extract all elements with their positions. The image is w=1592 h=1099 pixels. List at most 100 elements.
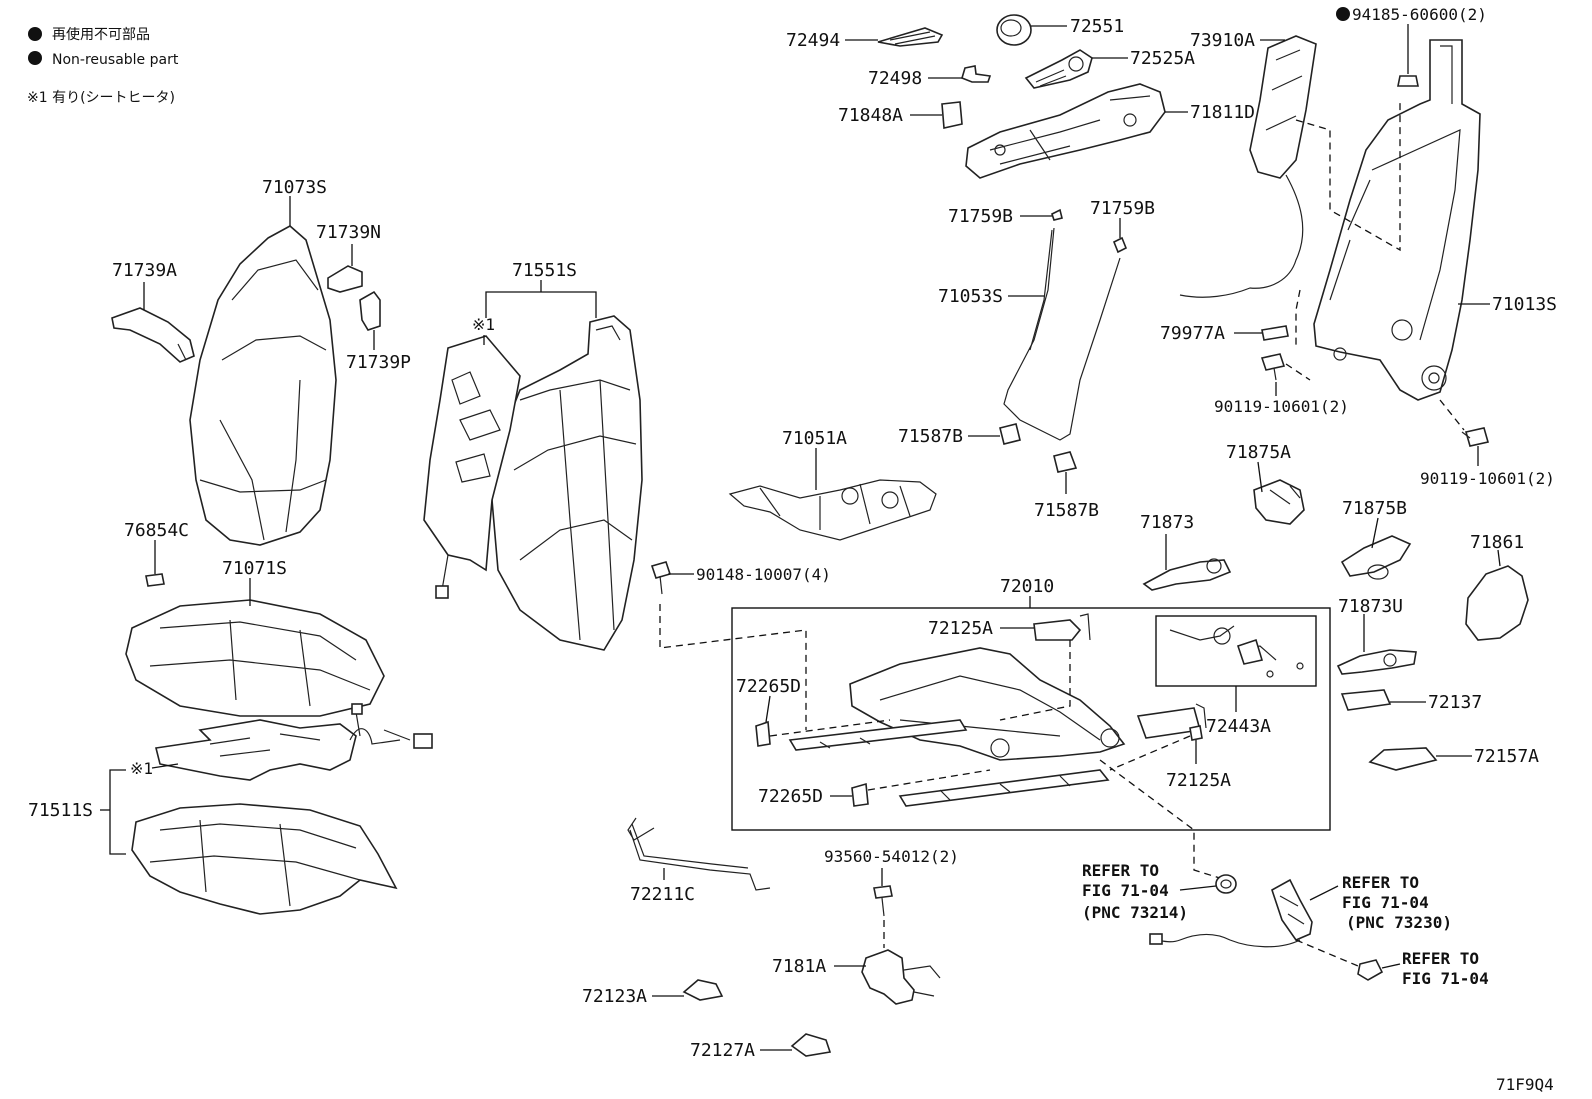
- label-71587B-a: 71587B: [898, 426, 963, 447]
- part-71051A-spring-assy: 71051A: [728, 428, 937, 541]
- part-72211C-rod: 72211C: [627, 817, 771, 905]
- part-71073S-seatback-cover: 71073S: [189, 177, 337, 546]
- part-71739P: 71739P: [346, 290, 411, 373]
- part-72137: 72137: [1340, 689, 1482, 713]
- label-76854C: 76854C: [124, 520, 189, 541]
- part-90119-bolt-upper: 90119-10601(2): [1214, 353, 1349, 416]
- label-72498: 72498: [868, 68, 922, 89]
- label-71013S: 71013S: [1492, 294, 1557, 315]
- label-71739P: 71739P: [346, 352, 411, 373]
- label-71053S: 71053S: [938, 286, 1003, 307]
- reference-pnc-73214: REFER TO FIG 71-04 (PNC 73214): [1082, 861, 1237, 922]
- part-seatback-heater: ※1: [423, 315, 521, 599]
- part-90119-bolt-lower: 90119-10601(2): [1420, 399, 1555, 488]
- label-71587B-b: 71587B: [1034, 500, 1099, 521]
- label-94185: 94185-60600(2): [1352, 5, 1487, 24]
- reference-pnc-73230: REFER TO FIG 71-04 (PNC 73230): [1149, 873, 1452, 948]
- label-72443A: 72443A: [1206, 716, 1271, 737]
- part-71071S-cushion-cover: 71071S: [125, 558, 385, 717]
- part-71587B-b: 71587B: [1034, 451, 1099, 521]
- label-mark1-back: ※1: [472, 315, 495, 334]
- part-79977A: 79977A: [1160, 289, 1301, 346]
- label-72265D-lower: 72265D: [758, 786, 823, 807]
- ref-73214-line2: FIG 71-04: [1082, 881, 1169, 900]
- part-71013S-seatback-frame: 71013S: [1295, 39, 1557, 401]
- part-71759B-b: 71759B: [1090, 198, 1155, 254]
- part-93560-bolt: 93560-54012(2): [824, 847, 959, 948]
- ref-73230-line3: (PNC 73230): [1346, 913, 1452, 932]
- label-73910A: 73910A: [1190, 30, 1255, 51]
- ref-nut-line1: REFER TO: [1402, 949, 1479, 968]
- part-71739A: 71739A: [111, 260, 195, 363]
- part-72157A: 72157A: [1368, 746, 1539, 771]
- label-90119-upper: 90119-10601(2): [1214, 397, 1349, 416]
- label-7181A: 7181A: [772, 956, 826, 977]
- label-90119-lower: 90119-10601(2): [1420, 469, 1555, 488]
- part-71587B-a: 71587B: [898, 423, 1021, 447]
- label-79977A: 79977A: [1160, 323, 1225, 344]
- ref-73214-line3: (PNC 73214): [1082, 903, 1188, 922]
- legend-note-seat-heater: ※1 有り(シートヒータ): [27, 90, 175, 106]
- label-72127A: 72127A: [690, 1040, 755, 1061]
- label-90148: 90148-10007(4): [696, 565, 831, 584]
- label-72125A-lower: 72125A: [1166, 770, 1231, 791]
- part-72498: 72498: [868, 65, 992, 89]
- label-71759B-a: 71759B: [948, 206, 1013, 227]
- label-72123A: 72123A: [582, 986, 647, 1007]
- figure-code: 71F9Q4: [1496, 1075, 1554, 1094]
- part-71739N: 71739N: [316, 222, 381, 293]
- part-90148-bolt: 90148-10007(4): [650, 561, 831, 730]
- label-71811D: 71811D: [1190, 102, 1255, 123]
- part-73910A-side-airbag: 73910A: [1179, 30, 1317, 298]
- part-72525A: 72525A: [1024, 48, 1195, 89]
- part-71053S-rod: 71053S: [938, 227, 1121, 441]
- part-71511S-cushion-pad: 71511S: [28, 769, 398, 915]
- label-71739A: 71739A: [112, 260, 177, 281]
- label-71073S: 71073S: [262, 177, 327, 198]
- legend-non-reusable-jp: 再使用不可部品: [52, 26, 150, 43]
- part-71848A: 71848A: [838, 101, 963, 129]
- label-71873: 71873: [1140, 512, 1194, 533]
- part-71875B: 71875B: [1340, 498, 1412, 580]
- label-72010: 72010: [1000, 576, 1054, 597]
- label-71071S: 71071S: [222, 558, 287, 579]
- label-72157A: 72157A: [1474, 746, 1539, 767]
- label-72125A-upper: 72125A: [928, 618, 993, 639]
- label-71759B-b: 71759B: [1090, 198, 1155, 219]
- part-cushion-heater: ※1: [130, 703, 433, 781]
- label-93560: 93560-54012(2): [824, 847, 959, 866]
- label-mark1-cushion: ※1: [130, 759, 153, 778]
- part-71873U: 71873U: [1336, 596, 1417, 675]
- label-72525A: 72525A: [1130, 48, 1195, 69]
- label-71051A: 71051A: [782, 428, 847, 449]
- ref-nut-line2: FIG 71-04: [1402, 969, 1489, 988]
- label-71848A: 71848A: [838, 105, 903, 126]
- part-94185-nut: 94185-60600(2): [1336, 5, 1487, 87]
- legend: 再使用不可部品 Non-reusable part ※1 有り(シートヒータ): [27, 26, 179, 106]
- label-72211C: 72211C: [630, 884, 695, 905]
- part-71861-cover: 71861: [1465, 532, 1529, 641]
- label-71861: 71861: [1470, 532, 1524, 553]
- label-72137: 72137: [1428, 692, 1482, 713]
- label-71739N: 71739N: [316, 222, 381, 243]
- ref-73230-line1: REFER TO: [1342, 873, 1419, 892]
- label-72494: 72494: [786, 30, 840, 51]
- part-72010-track-assy: 72010 72125A 72265D 72265D 72: [731, 576, 1331, 881]
- part-76854C: 76854C: [124, 520, 189, 587]
- reference-fig-71-04-nut: REFER TO FIG 71-04: [1295, 939, 1489, 988]
- ref-73214-line1: REFER TO: [1082, 861, 1159, 880]
- part-72123A: 72123A: [582, 979, 724, 1007]
- part-72551: 72551: [996, 14, 1124, 46]
- part-71759B-a: 71759B: [948, 206, 1063, 227]
- label-71875A: 71875A: [1226, 442, 1291, 463]
- label-71875B: 71875B: [1342, 498, 1407, 519]
- part-72127A: 72127A: [690, 1033, 832, 1061]
- label-72265D-upper: 72265D: [736, 676, 801, 697]
- part-71551S-seatback-pad: 71551S: [485, 260, 643, 651]
- non-reusable-bullet-icon: [1336, 7, 1350, 21]
- legend-non-reusable-en: Non-reusable part: [52, 52, 179, 68]
- label-71511S: 71511S: [28, 800, 93, 821]
- label-71551S: 71551S: [512, 260, 577, 281]
- part-72494: 72494: [786, 27, 944, 51]
